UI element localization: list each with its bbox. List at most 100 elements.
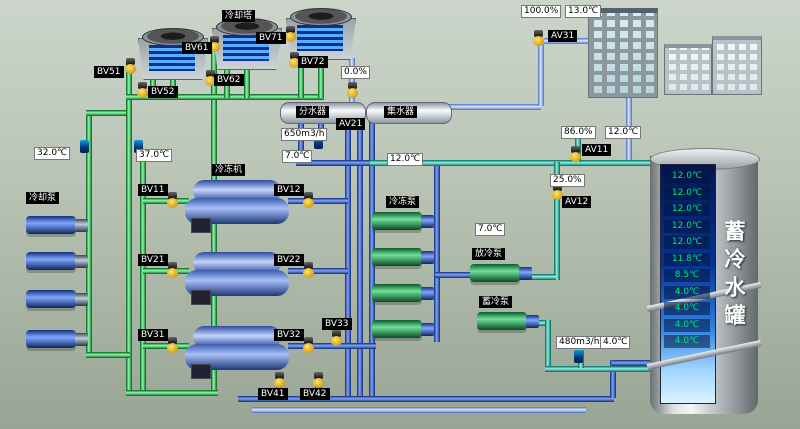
building-small-2: [712, 36, 762, 95]
valve-BV52-icon[interactable]: [136, 82, 149, 99]
pump-motor: [75, 333, 88, 346]
pipe-segment: [445, 104, 541, 110]
reading-av11-opening: 86.0%: [561, 126, 596, 139]
label-cooling-pump: 冷却泵: [26, 192, 60, 204]
pipe-segment: [349, 58, 355, 104]
pipe-segment: [143, 198, 189, 204]
chilled-pump-2[interactable]: [372, 246, 434, 270]
pump-motor: [75, 219, 88, 232]
valve-BV33-icon[interactable]: [330, 330, 343, 347]
pipe-segment: [238, 396, 614, 402]
valve-BV42-icon[interactable]: [312, 372, 325, 389]
valve-BV12-icon[interactable]: [302, 192, 315, 209]
cooling-pump-4[interactable]: [26, 328, 88, 352]
chilled-pump-1[interactable]: [372, 210, 434, 234]
cooling-pump-3[interactable]: [26, 288, 88, 312]
pump-motor: [75, 293, 88, 306]
pipe-segment: [532, 320, 548, 326]
pipe-segment: [143, 343, 189, 349]
tank-temp-5: 12.0℃: [664, 236, 710, 249]
valve-label-AV11: AV11: [582, 144, 612, 156]
valve-BV21-icon[interactable]: [166, 262, 179, 279]
valve-label-BV33: BV33: [322, 318, 352, 330]
pipe-segment: [610, 360, 616, 398]
pipe-segment: [140, 158, 146, 392]
pump-motor: [75, 255, 88, 268]
storage-tank[interactable]: 12.0℃ 12.0℃ 12.0℃ 12.0℃ 12.0℃ 11.8℃ 8.5℃…: [646, 146, 762, 418]
pipe-segment: [626, 44, 632, 164]
pump-body: [26, 252, 76, 270]
reading-cooling-supply-temp: 32.0℃: [34, 147, 71, 160]
chiller-top-shell: [193, 180, 281, 202]
tank-temp-11: 4.0℃: [664, 335, 710, 348]
valve-AV21-icon[interactable]: [346, 82, 359, 99]
valve-BV22-icon[interactable]: [302, 262, 315, 279]
valve-BV31-icon[interactable]: [166, 337, 179, 354]
chiller-top-shell: [193, 326, 281, 348]
chiller-2[interactable]: [185, 252, 289, 305]
pipe-segment: [126, 390, 218, 396]
reading-av21-opening: 0.0%: [341, 66, 370, 79]
pipe-segment: [435, 272, 475, 278]
cooling-pump-2[interactable]: [26, 250, 88, 274]
valve-label-BV72: BV72: [298, 56, 328, 68]
chilled-pump-3[interactable]: [372, 282, 434, 306]
reading-cooling-return-temp: 37.0℃: [136, 149, 173, 162]
valve-AV11-icon[interactable]: [569, 146, 582, 163]
cooling-pump-1[interactable]: [26, 214, 88, 238]
tank-temp-2: 12.0℃: [664, 187, 710, 200]
tank-title: 蓄冷水罐: [722, 220, 746, 332]
flow-sensor-icon: [314, 136, 323, 149]
discharge-pump[interactable]: [470, 262, 532, 286]
tank-temp-1: 12.0℃: [664, 170, 710, 183]
pipe-segment: [252, 407, 586, 413]
pump-body: [26, 330, 76, 348]
valve-BV62-icon[interactable]: [204, 70, 217, 87]
valve-BV11-icon[interactable]: [166, 192, 179, 209]
cooling-tower-2[interactable]: [212, 18, 282, 72]
valve-BV61-icon[interactable]: [208, 36, 221, 53]
tank-temp-10: 4.0℃: [664, 319, 710, 332]
pump-body: [470, 264, 520, 282]
pipe-segment: [288, 268, 348, 274]
cooling-tower-1[interactable]: [138, 28, 208, 82]
reading-main-flow: 650m3/h: [281, 128, 328, 141]
tower-fan-icon: [142, 28, 204, 46]
pipe-segment: [86, 110, 132, 116]
reading-av11-temp: 12.0℃: [605, 126, 642, 139]
pump-body: [372, 212, 422, 230]
chiller-1[interactable]: [185, 180, 289, 233]
pipe-segment: [296, 160, 372, 166]
charge-pump[interactable]: [477, 310, 539, 334]
reading-discharge-temp: 7.0℃: [475, 223, 506, 236]
chilled-pump-4[interactable]: [372, 318, 434, 342]
valve-BV72-icon[interactable]: [288, 52, 301, 69]
pipe-segment: [554, 162, 560, 280]
pump-body: [26, 216, 76, 234]
reading-av31-temp: 13.0℃: [565, 5, 602, 18]
valve-BV71-icon[interactable]: [284, 26, 297, 43]
tank-temp-4: 12.0℃: [664, 220, 710, 233]
reading-chilled-return-temp: 12.0℃: [387, 153, 424, 166]
label-discharge-pump: 放冷泵: [472, 248, 506, 260]
pump-body: [477, 312, 527, 330]
valve-BV51-icon[interactable]: [124, 58, 137, 75]
pump-motor: [421, 215, 434, 228]
valve-AV12-icon[interactable]: [551, 184, 564, 201]
chiller-panel: [191, 364, 211, 379]
valve-BV41-icon[interactable]: [273, 372, 286, 389]
chiller-top-shell: [193, 252, 281, 274]
label-distributor: 分水器: [296, 106, 330, 118]
pipe-segment: [288, 198, 348, 204]
valve-AV31-icon[interactable]: [532, 30, 545, 47]
pump-motor: [519, 267, 532, 280]
label-cooling-tower: 冷却塔: [222, 10, 256, 22]
flow-sensor-icon: [574, 350, 583, 363]
reading-av12-opening: 25.0%: [550, 174, 585, 187]
chiller-3[interactable]: [185, 326, 289, 379]
valve-BV32-icon[interactable]: [302, 337, 315, 354]
pump-motor: [526, 315, 539, 328]
tank-temp-6: 11.8℃: [664, 253, 710, 266]
pipe-segment: [244, 66, 250, 98]
pump-motor: [421, 251, 434, 264]
